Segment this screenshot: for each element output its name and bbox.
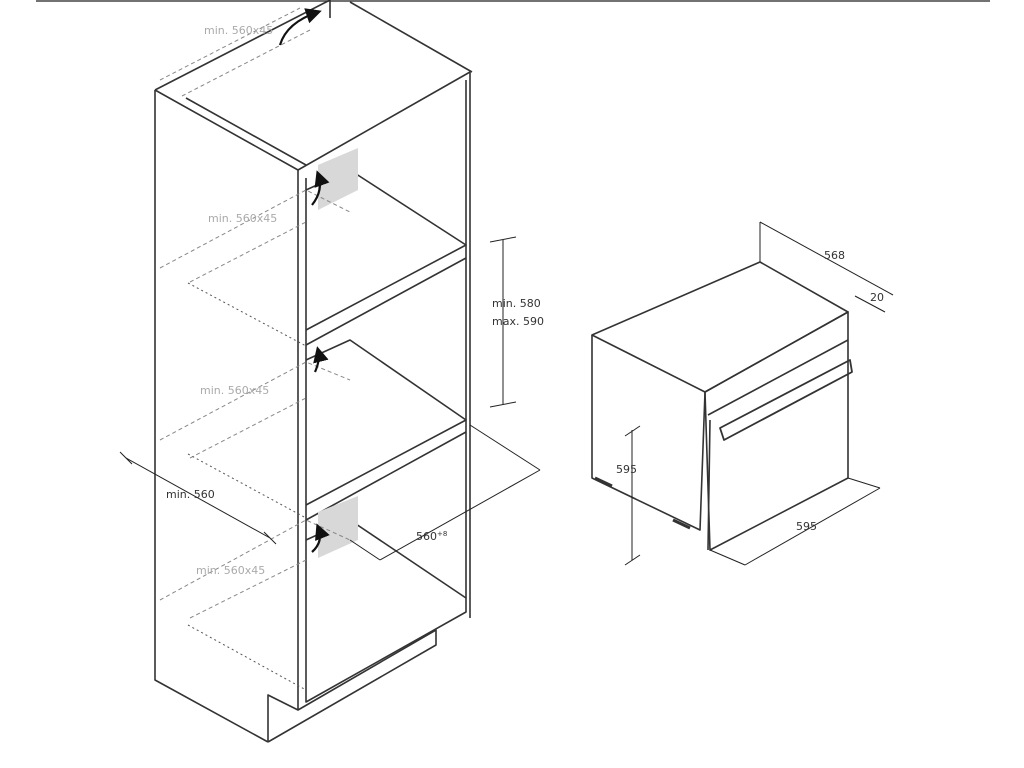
depth-label: 560+8: [416, 530, 447, 543]
vent-line: [159, 361, 351, 441]
oven-dimension-lines: [624, 221, 894, 566]
oven-side: [591, 335, 706, 531]
height-min-label: min. 580: [492, 297, 541, 310]
oven-width-label: 595: [796, 520, 817, 533]
oven-door-left: [707, 419, 711, 551]
width-tick: [119, 451, 133, 465]
vent-strip-top: [318, 148, 358, 210]
cabinet-plinth: [267, 629, 437, 743]
shelf-top-front: [305, 257, 467, 346]
vent-line: [159, 519, 351, 601]
oven-foot: [672, 518, 691, 530]
vent-line: [181, 29, 311, 97]
airflow-arrows: [278, 8, 330, 553]
cabinet-top-inner: [185, 97, 307, 166]
cabinet-dimension-lines: [119, 236, 541, 561]
oven-depth-dim-line: [759, 221, 894, 296]
vent-label: min. 560x45: [204, 24, 273, 37]
vent-line: [159, 7, 301, 81]
cabinet-top-back-left: [154, 0, 331, 91]
vent-line: [159, 189, 351, 269]
cabinet-left-side: [154, 90, 269, 743]
vent-line: [187, 624, 307, 691]
vent-line: [189, 221, 307, 283]
depth-ext-line: [349, 539, 381, 561]
vent-strip-bottom: [318, 496, 358, 558]
height-tick: [489, 401, 517, 408]
height-tick: [489, 236, 517, 243]
depth-dim-line: [379, 469, 541, 561]
oven-height-tick: [624, 554, 641, 566]
cabinet-side-front: [154, 89, 299, 742]
vent-floor-outlines: [187, 282, 307, 691]
vent-line: [189, 397, 307, 459]
vent-line: [189, 559, 307, 619]
airflow-arrow-icon: [311, 170, 330, 206]
oven-width-ext: [847, 477, 881, 489]
airflow-arrow-icon: [278, 8, 322, 46]
oven-foot: [594, 476, 613, 488]
oven-door-label: 20: [870, 291, 884, 304]
vent-line: [187, 282, 307, 347]
depth-tolerance: +8: [437, 530, 447, 538]
oven-height-label: 595: [616, 463, 637, 476]
cabinet: [154, 0, 473, 743]
oven-height-tick: [624, 425, 641, 437]
width-dim-line: [125, 457, 271, 539]
width-tick: [263, 531, 277, 545]
airflow-arrow-icon: [313, 346, 329, 373]
vent-openings: [159, 7, 351, 619]
cabinet-top-back-right: [349, 1, 473, 73]
airflow-arrow-icon: [311, 523, 330, 553]
vent-line: [187, 453, 307, 519]
height-max-label: max. 590: [492, 315, 544, 328]
oven-handle: [719, 359, 853, 441]
oven-top: [591, 261, 849, 393]
oven-width-dim-line: [744, 487, 881, 566]
oven-door-dim-line: [854, 295, 886, 313]
vent-label: min. 560x45: [196, 564, 265, 577]
width-min-label: min. 560: [166, 488, 215, 501]
oven: [591, 261, 853, 551]
shelf-middle-front: [305, 431, 467, 521]
vent-label: min. 560x45: [208, 212, 277, 225]
oven-width-ext: [709, 549, 746, 566]
shelf-middle: [305, 339, 467, 506]
depth-ext-line: [469, 424, 541, 471]
oven-depth-label: 568: [824, 249, 845, 262]
oven-control-panel-edge: [707, 339, 849, 416]
oven-front: [704, 311, 849, 551]
cabinet-top-front-edge: [297, 71, 471, 171]
cabinet-inner-frame: [305, 80, 467, 703]
depth-value: 560: [416, 530, 437, 543]
vent-label: min. 560x45: [200, 384, 269, 397]
